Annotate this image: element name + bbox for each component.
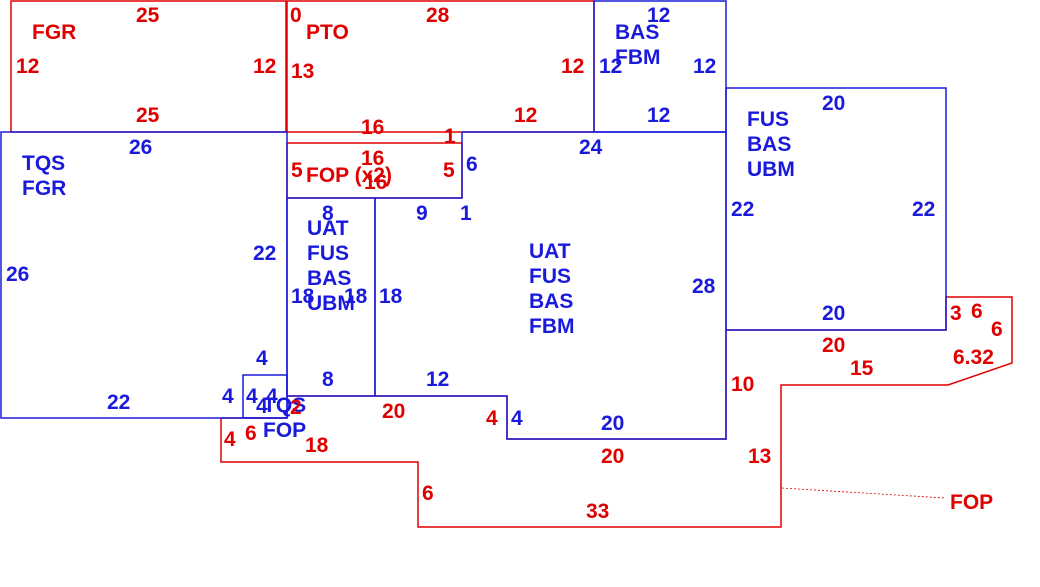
- room-label-fus-ubm-1: FUS: [747, 108, 789, 131]
- dim-tqsfop-c: 4: [256, 395, 268, 418]
- dim-fgr-bottom: 25: [136, 104, 160, 127]
- dim-uat-fbm-bottom-step: 4: [511, 407, 523, 430]
- dim-outer-3: 3: [950, 302, 962, 325]
- room-label-fus-ubm-2: BAS: [747, 133, 791, 156]
- room-label-fus-ubm-3: UBM: [747, 158, 795, 181]
- dim-uat-ubm-bottom: 8: [322, 368, 334, 391]
- dim-tqs-left: 26: [6, 263, 29, 286]
- dim-bas-left: 12: [599, 55, 622, 78]
- dim-uat-ubm-left: 18: [291, 285, 315, 308]
- dim-fop-mid: 16: [361, 147, 384, 170]
- dim-bas-bottom: 12: [647, 104, 670, 127]
- room-labels: FGR PTO BAS FBM TQS FGR FOP (x2) UAT FUS…: [22, 21, 993, 514]
- dim-outer-18: 18: [305, 434, 329, 457]
- dim-bas-top: 12: [647, 4, 670, 27]
- dim-fop-top: 16: [361, 116, 384, 139]
- dim-pto-zero: 0: [290, 4, 302, 27]
- room-label-uat-ubm-3: BAS: [307, 267, 351, 290]
- room-label-uat-ubm-1: UAT: [307, 217, 349, 240]
- red-outlines: [10, 0, 1013, 528]
- dimension-labels: 25 12 12 25 0 28 13 12 12 12 12 12 12 16…: [6, 4, 1003, 523]
- dim-uat-fbm-left: 18: [379, 285, 403, 308]
- dim-tqsfop-top: 4: [256, 347, 268, 370]
- room-label-uat-fbm-3: BAS: [529, 290, 573, 313]
- dim-tqs-right: 22: [253, 242, 276, 265]
- room-label-fgr: FGR: [32, 21, 76, 44]
- dim-uat-fbm-bottom-right: 20: [601, 412, 624, 435]
- dim-fgr-top: 25: [136, 4, 160, 27]
- dim-outer-33: 33: [586, 500, 609, 523]
- fop-leader-line: [781, 487, 946, 499]
- dim-outer-6d: 6: [991, 318, 1003, 341]
- dim-outer-6: 6: [245, 422, 257, 445]
- tqs-fop-room-outline: [242, 374, 288, 419]
- dim-outer-20b: 20: [601, 445, 624, 468]
- room-label-pto: PTO: [306, 21, 349, 44]
- dim-outer-10: 10: [731, 373, 754, 396]
- dim-outer-20a: 20: [382, 400, 405, 423]
- dim-fgr-left: 12: [16, 55, 39, 78]
- fus-bas-ubm-room-outline: [725, 87, 947, 331]
- dim-tqsfop-d: 2: [290, 396, 302, 419]
- dim-uat-fbm-bottom-left: 12: [426, 368, 449, 391]
- dim-outer-20c: 20: [822, 334, 845, 357]
- dim-pto-left: 13: [291, 60, 314, 83]
- dim-outer-6b: 6: [422, 482, 434, 505]
- room-label-fop-x2: FOP (x2): [306, 164, 392, 187]
- dim-uat-ubm-right: 18: [344, 285, 368, 308]
- dim-uat-fbm-step-a: 9: [416, 202, 428, 225]
- dim-uat-fbm-step-b: 1: [460, 202, 472, 225]
- dim-outer-632: 6.32: [953, 346, 994, 369]
- room-label-bas-fbm-1: BAS: [615, 21, 659, 44]
- dim-tqs-bottom: 22: [107, 391, 130, 414]
- dim-uat-ubm-top: 8: [322, 202, 334, 225]
- room-label-bas-fbm-2: FBM: [615, 46, 661, 69]
- room-label-uat-fbm-1: UAT: [529, 240, 571, 263]
- dim-fus-top: 20: [822, 92, 845, 115]
- dim-pto-right: 12: [561, 55, 584, 78]
- room-label-tqs-fop-1: TQS: [263, 394, 306, 417]
- dim-fus-left: 22: [731, 198, 754, 221]
- dim-outer-4: 4: [486, 407, 498, 430]
- dim-outer-4b: 4: [224, 428, 236, 451]
- dim-fus-bottom: 20: [822, 302, 845, 325]
- dim-pto-bottom-right: 12: [514, 104, 537, 127]
- dim-fgr-right: 12: [253, 55, 276, 78]
- dim-uat-fbm-step-left: 6: [466, 153, 478, 176]
- room-label-uat-ubm-4: UBM: [307, 292, 355, 315]
- dim-fop-top-right: 1: [444, 125, 456, 148]
- dim-outer-13: 13: [748, 445, 771, 468]
- blue-outlines: [0, 0, 947, 440]
- dim-pto-top: 28: [426, 4, 450, 27]
- dim-outer-15: 15: [850, 357, 874, 380]
- dim-bas-right: 12: [693, 55, 716, 78]
- room-label-tqs-fop-2: FOP: [263, 419, 306, 442]
- dim-fus-right: 22: [912, 198, 935, 221]
- room-label-uat-fbm-2: FUS: [529, 265, 571, 288]
- dim-tqs-top: 26: [129, 136, 152, 159]
- room-label-uat-ubm-2: FUS: [307, 242, 349, 265]
- dim-fop-bottom: 16: [364, 171, 387, 194]
- dim-outer-6c: 6: [971, 300, 983, 323]
- room-label-fop-outside: FOP: [950, 491, 993, 514]
- dim-fop-right: 5: [443, 159, 455, 182]
- dim-tqsfop-left: 4: [222, 385, 234, 408]
- room-label-uat-fbm-4: FBM: [529, 315, 575, 338]
- dim-uat-fbm-right: 28: [692, 275, 716, 298]
- dim-tqsfop-b: 4: [266, 385, 278, 408]
- dim-uat-fbm-top: 24: [579, 136, 603, 159]
- room-label-tqs-fgr-2: FGR: [22, 177, 66, 200]
- room-label-tqs-fgr-1: TQS: [22, 152, 65, 175]
- dim-tqsfop-a: 4: [246, 385, 258, 408]
- dim-fop-left: 5: [291, 159, 303, 182]
